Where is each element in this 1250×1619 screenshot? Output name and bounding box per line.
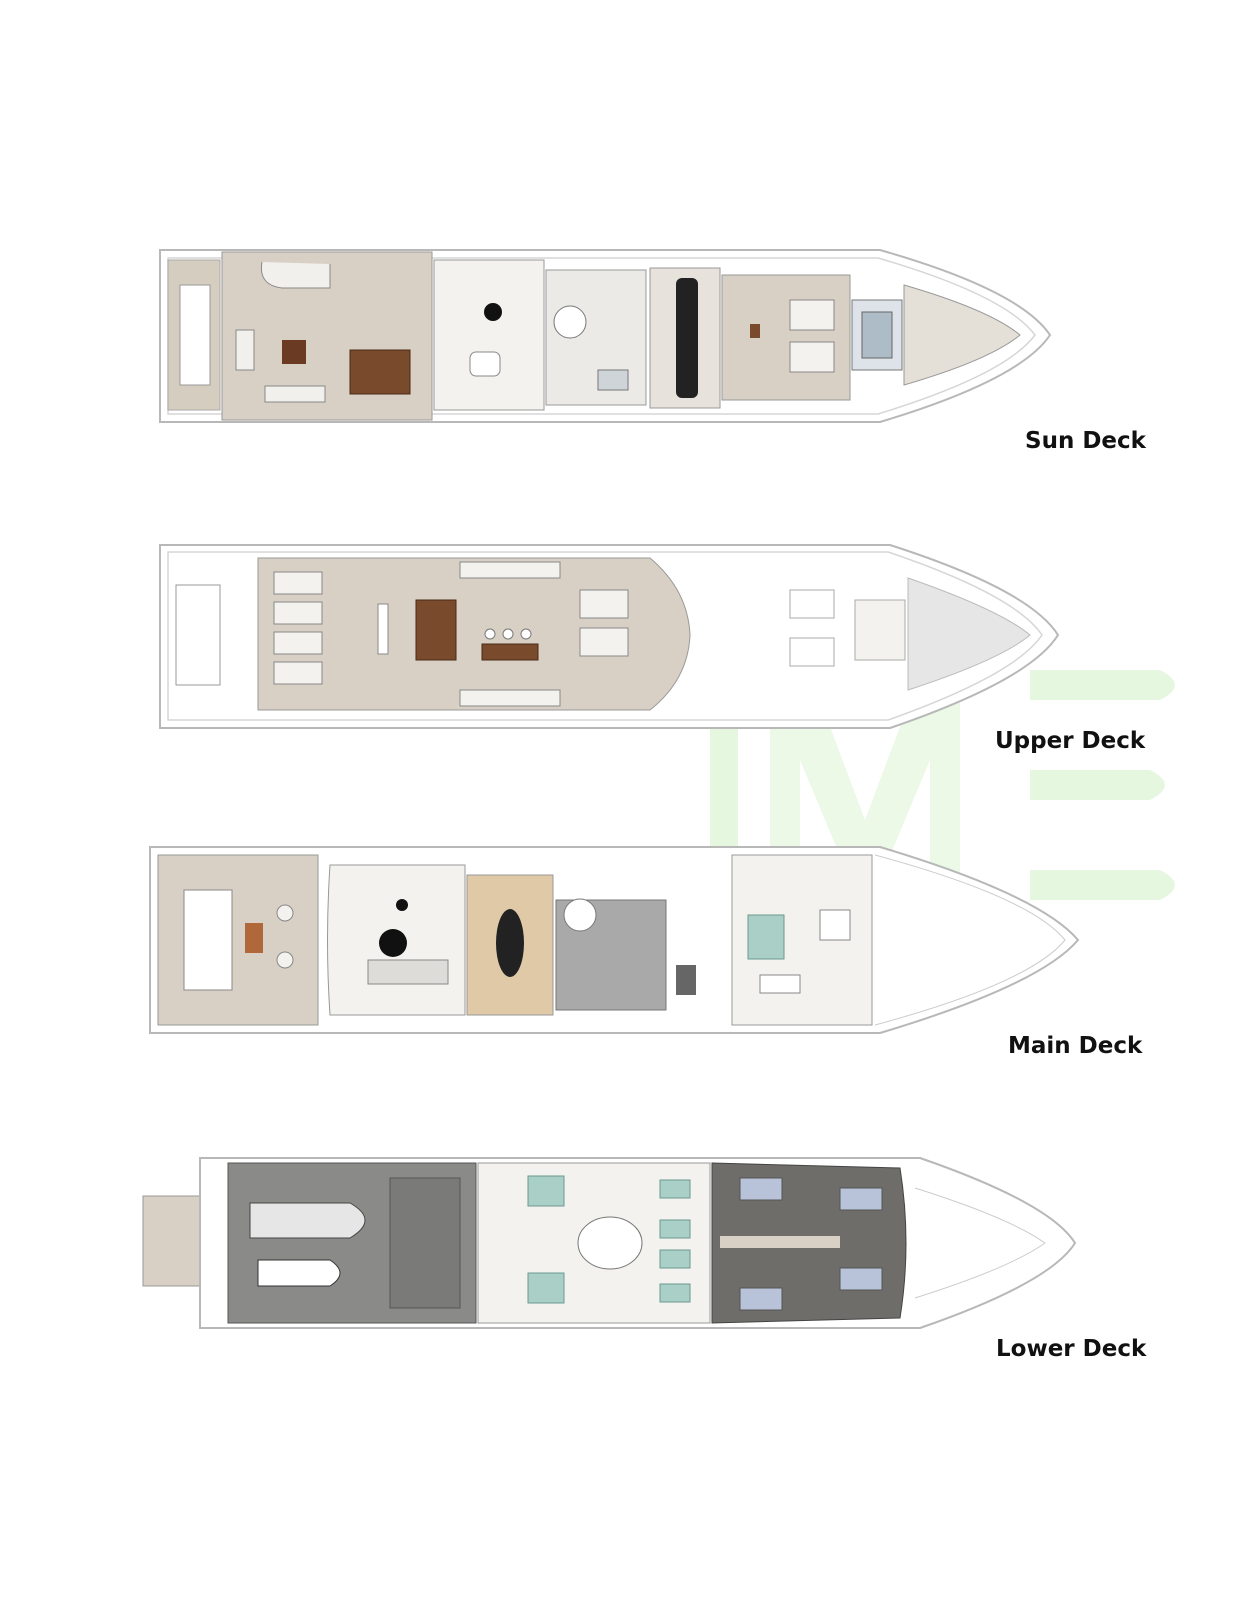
upper-deck-sunbed-1: [273, 571, 323, 595]
upper-deck-dining-table: [415, 599, 457, 661]
main-deck-section: Main Deck: [0, 835, 1250, 1075]
sun-deck-bar-area: [433, 259, 545, 411]
main-deck-plan: [149, 846, 1080, 1034]
lower-deck-plan: [142, 1157, 1077, 1329]
upper-deck-sunpad-1: [579, 589, 629, 619]
upper-deck-sunbed-3: [273, 631, 323, 655]
main-deck-salon-round-table: [379, 929, 407, 957]
watermark-logo: [710, 670, 1175, 910]
sun-deck-coffee-table: [282, 340, 306, 364]
sun-deck-label: Sun Deck: [1025, 428, 1146, 454]
sun-deck-sunpad-2: [789, 341, 835, 373]
lower-deck-jetski: [257, 1259, 341, 1287]
lower-deck-guest-bed-1: [527, 1175, 565, 1207]
sun-deck-section: Sun Deck: [0, 230, 1250, 470]
sun-deck-stair-core: [545, 269, 647, 406]
sun-deck-foredeck: [721, 274, 851, 401]
main-deck-owner-bed: [747, 914, 785, 960]
main-deck-label: Main Deck: [1008, 1033, 1143, 1059]
main-deck-aft-table: [245, 923, 263, 953]
lower-deck-guest-bed-2: [527, 1272, 565, 1304]
lower-deck-label: Lower Deck: [996, 1336, 1147, 1362]
upper-deck-label: Upper Deck: [995, 728, 1146, 754]
main-deck-dining-table: [496, 909, 524, 977]
main-deck-aft-cockpit: [157, 854, 319, 1026]
upper-deck-sunbed-4: [273, 661, 323, 685]
upper-deck-sunbed-2: [273, 601, 323, 625]
upper-deck-bar-counter: [481, 643, 539, 661]
sun-deck-dining-table: [349, 349, 411, 395]
upper-deck-plan: [159, 544, 1060, 729]
lower-deck-tender: [249, 1202, 366, 1239]
sun-deck-plan: [159, 249, 1052, 423]
sun-deck-sunpad-1: [789, 299, 835, 331]
sun-deck-round-table: [484, 303, 502, 321]
lower-deck-section: Lower Deck: [0, 1148, 1250, 1378]
upper-deck-sunpad-2: [579, 627, 629, 657]
upper-deck-section: Upper Deck: [0, 530, 1250, 770]
